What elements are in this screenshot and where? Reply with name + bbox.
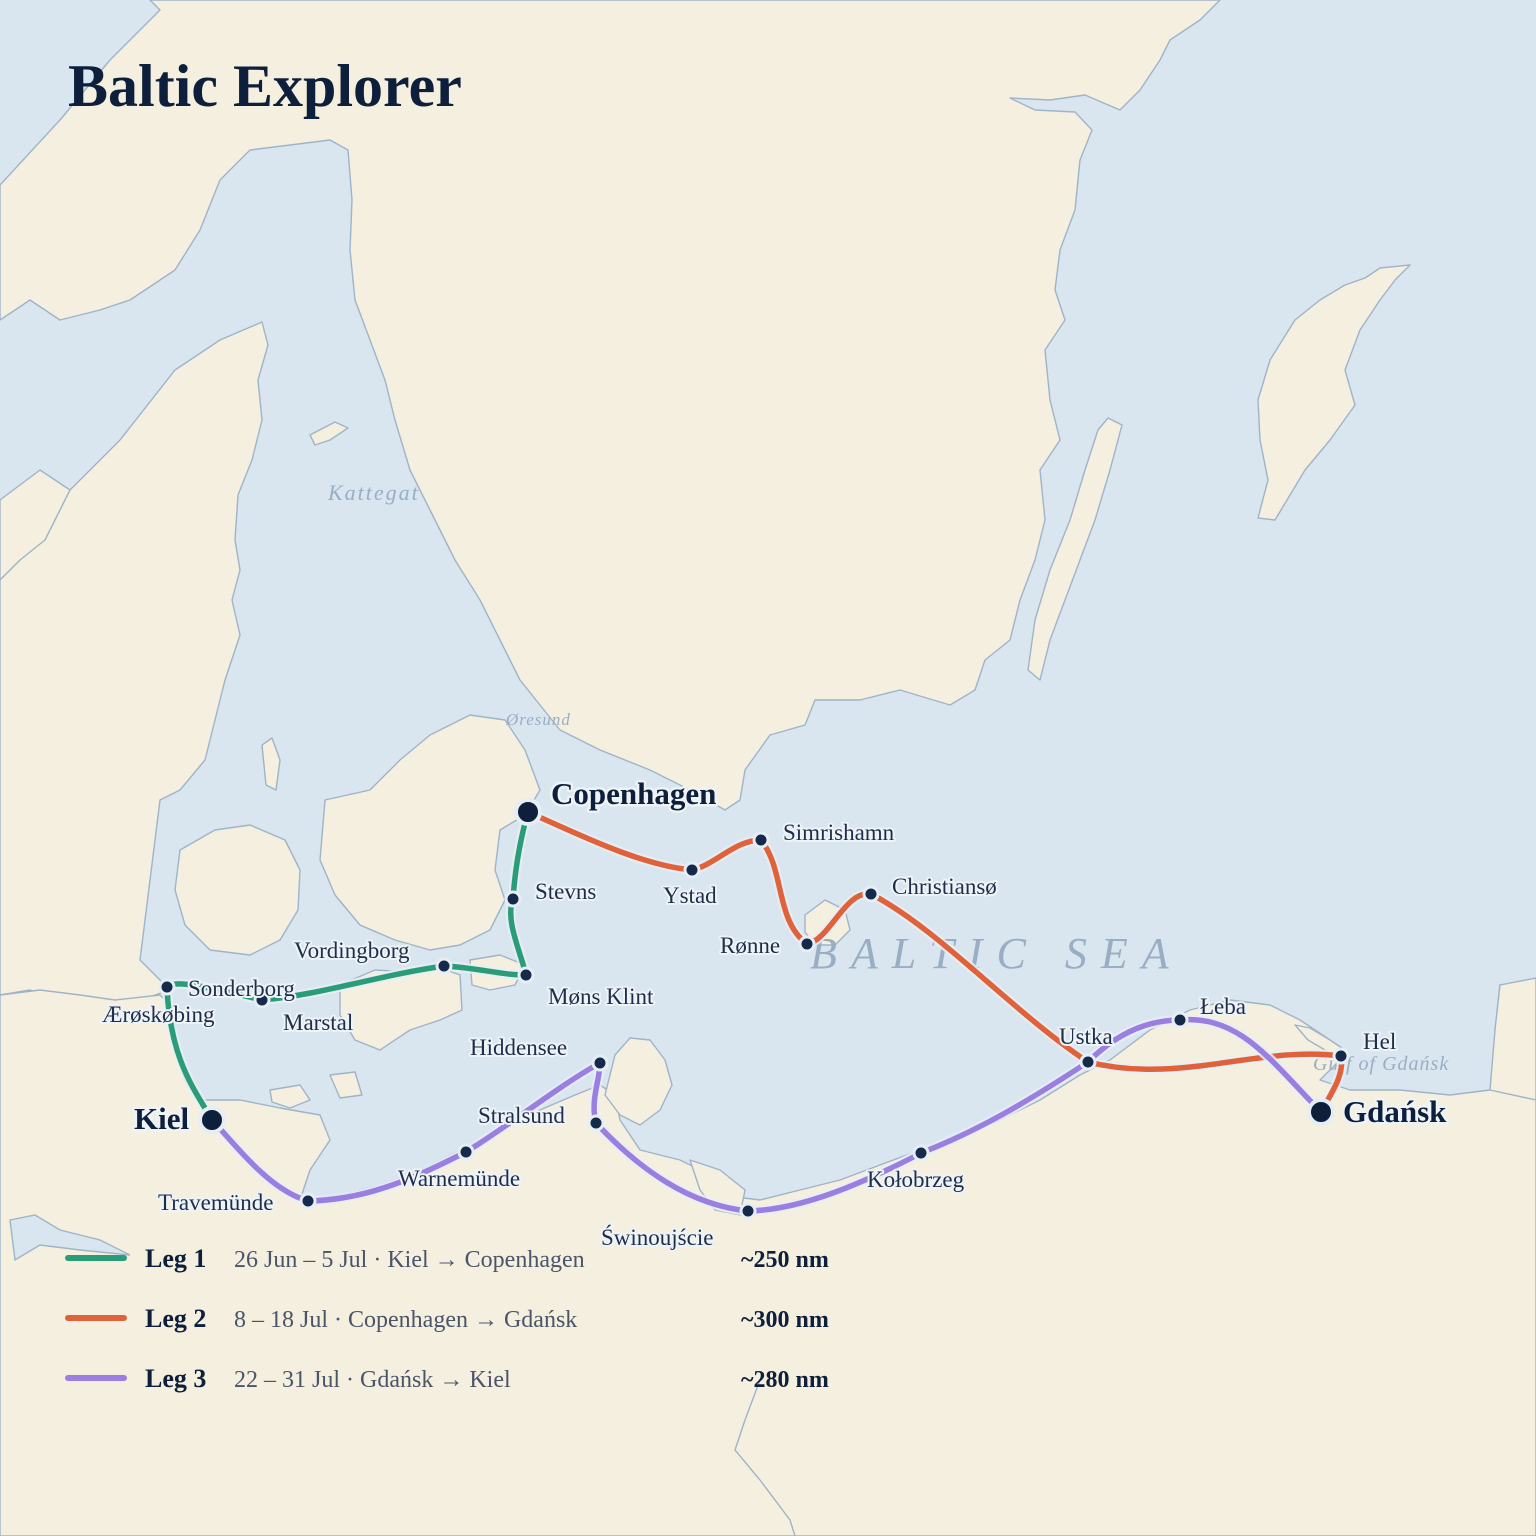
stop-marker-simrishamn — [752, 831, 770, 849]
legend-name-leg-2: Leg 2 — [145, 1304, 206, 1333]
stop-marker-christianso — [862, 885, 880, 903]
river-oder — [734, 1379, 796, 1536]
water-label-kattegat: Kattegat — [327, 480, 420, 505]
port-marker-kiel — [198, 1106, 226, 1134]
legend-desc-leg-1: 26 Jun – 5 Jul · Kiel → Copenhagen — [234, 1247, 585, 1273]
stop-marker-stevns — [504, 890, 522, 908]
legend-row-leg-2: Leg 2 8 – 18 Jul · Copenhagen → Gdańsk ~… — [65, 1304, 829, 1333]
land-island-samso — [261, 737, 281, 791]
stop-marker-swinoujscie — [739, 1202, 757, 1220]
stop-marker-marstal — [253, 991, 271, 1009]
stop-marker-hiddensee — [591, 1054, 609, 1072]
stop-marker-stralsund — [587, 1114, 605, 1132]
stop-label-simrishamn: Simrishamn — [783, 820, 895, 845]
land-funen — [174, 824, 301, 956]
water-label-oresund: Øresund — [505, 710, 571, 729]
stop-label-stralsund: Stralsund — [478, 1103, 565, 1128]
inland-water-west — [9, 1214, 131, 1262]
legend-name-leg-3: Leg 3 — [145, 1364, 206, 1393]
land-zealand — [319, 714, 541, 951]
legend-row-leg-3: Leg 3 22 – 31 Jul · Gdańsk → Kiel ~280 n… — [65, 1364, 829, 1393]
stop-label-warnemunde: Warnemünde — [398, 1166, 520, 1191]
legend-name-leg-1: Leg 1 — [145, 1244, 206, 1273]
stop-label-ustka: Ustka — [1059, 1024, 1113, 1049]
legend-distance-leg-1: ~250 nm — [741, 1247, 829, 1273]
stop-label-kolobrzeg: Kołobrzeg — [867, 1167, 965, 1192]
stop-marker-ystad — [683, 861, 701, 879]
stop-label-hiddensee: Hiddensee — [470, 1035, 567, 1060]
stop-marker-aeroskobing — [158, 978, 176, 996]
port-marker-gdansk — [1307, 1098, 1335, 1126]
route-leg-3 — [207, 1014, 1326, 1217]
stop-marker-kolobrzeg — [912, 1144, 930, 1162]
water-label-baltic-sea: BALTIC SEA — [810, 929, 1183, 978]
stop-label-sonderborg: Sonderborg — [188, 976, 295, 1001]
stop-label-aeroskobing: Ærøskøbing — [102, 1002, 215, 1027]
stop-label-ystad: Ystad — [663, 883, 717, 908]
stop-marker-ronne — [798, 935, 816, 953]
stop-label-travemunde: Travemünde — [158, 1190, 273, 1215]
stop-marker-hel — [1332, 1047, 1350, 1065]
stop-label-swinoujscie: Świnoujście — [601, 1224, 713, 1250]
stop-label-christianso: Christiansø — [892, 874, 997, 899]
stop-label-ronne: Rønne — [720, 933, 780, 958]
stop-marker-mons-klint — [517, 966, 535, 984]
stop-marker-leba — [1171, 1011, 1189, 1029]
land-east-coast — [1489, 977, 1536, 1101]
land-island-anholt — [309, 421, 349, 446]
stop-marker-vordingborg — [435, 957, 453, 975]
map-title: Baltic Explorer — [68, 53, 462, 119]
legend-row-leg-1: Leg 1 26 Jun – 5 Jul · Kiel → Copenhagen… — [65, 1244, 829, 1273]
stop-label-mons-klint: Møns Klint — [548, 984, 654, 1009]
port-marker-copenhagen — [514, 798, 542, 826]
land-rugen — [604, 1037, 673, 1126]
land-gotland — [1257, 264, 1411, 521]
stop-label-vordingborg: Vordingborg — [294, 938, 410, 963]
stop-marker-travemunde — [299, 1192, 317, 1210]
stop-marker-ustka — [1079, 1053, 1097, 1071]
stop-label-leba: Łeba — [1200, 994, 1246, 1019]
legend: Leg 1 26 Jun – 5 Jul · Kiel → Copenhagen… — [65, 1244, 829, 1393]
stop-label-hel: Hel — [1363, 1029, 1396, 1054]
land-island-small — [329, 1071, 363, 1099]
legend-desc-leg-2: 8 – 18 Jul · Copenhagen → Gdańsk — [234, 1307, 577, 1333]
stop-label-marstal: Marstal — [283, 1010, 353, 1035]
land-island-fehmarn — [269, 1084, 311, 1109]
legend-distance-leg-2: ~300 nm — [741, 1307, 829, 1333]
legend-distance-leg-3: ~280 nm — [741, 1367, 829, 1393]
stop-marker-warnemunde — [457, 1143, 475, 1161]
land-sweden — [0, 0, 1221, 811]
stop-label-stevns: Stevns — [535, 879, 596, 904]
legend-desc-leg-3: 22 – 31 Jul · Gdańsk → Kiel — [234, 1367, 511, 1393]
land-oland — [1027, 417, 1123, 681]
port-label-gdansk: Gdańsk — [1343, 1094, 1447, 1129]
port-label-copenhagen: Copenhagen — [551, 776, 716, 811]
port-label-kiel: Kiel — [134, 1101, 189, 1136]
